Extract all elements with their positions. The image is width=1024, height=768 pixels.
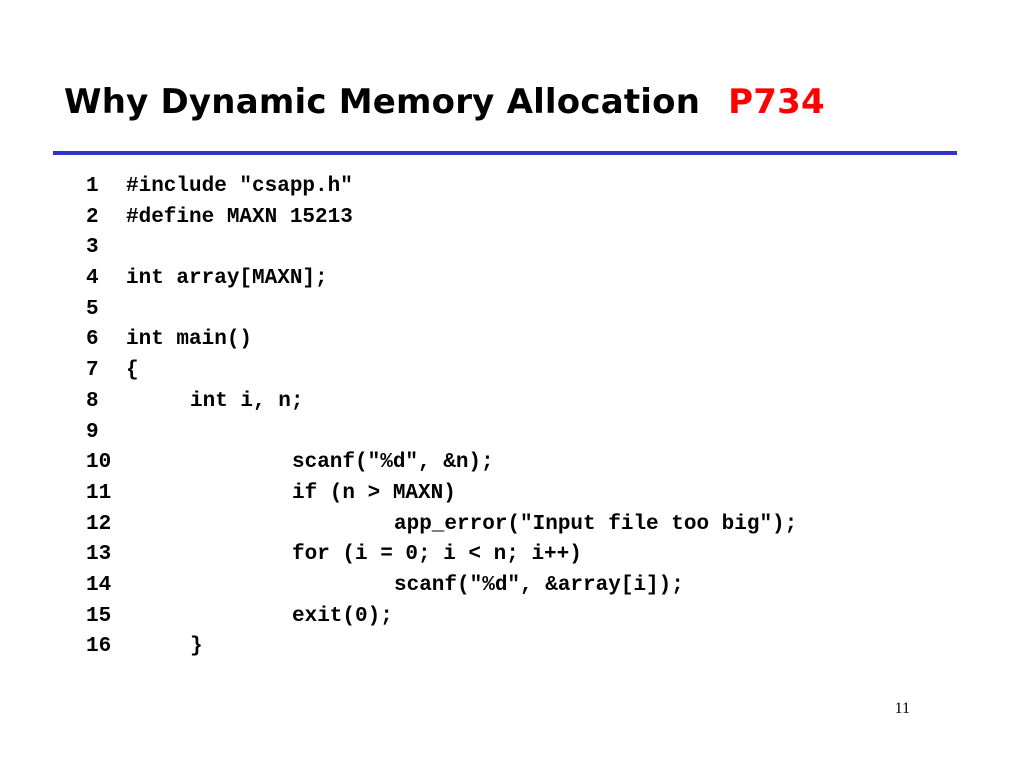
code-text: scanf("%d", &n);: [292, 451, 494, 475]
slide-title: Why Dynamic Memory Allocation P734: [64, 82, 825, 122]
line-number: 14: [86, 573, 112, 597]
line-number: 7: [86, 359, 99, 383]
line-number: 9: [86, 420, 99, 444]
line-number: 12: [86, 512, 112, 536]
code-text: exit(0);: [292, 604, 393, 628]
line-number: 6: [86, 328, 99, 352]
code-text: int i, n;: [190, 389, 304, 413]
code-text: #define MAXN 15213: [126, 205, 353, 229]
line-number: 8: [86, 389, 99, 413]
line-number: 10: [86, 451, 112, 475]
code-text: }: [190, 635, 203, 659]
line-number: 3: [86, 236, 99, 260]
slide-number: 11: [894, 700, 910, 717]
line-number: 13: [86, 543, 112, 567]
title-text: Why Dynamic Memory Allocation: [64, 82, 701, 122]
line-number: 4: [86, 267, 99, 291]
code-text: #include "csapp.h": [126, 175, 353, 198]
title-divider: [53, 151, 957, 155]
line-number: 15: [86, 604, 112, 628]
line-number: 1: [86, 175, 99, 198]
page-reference: P734: [728, 82, 825, 122]
code-text: if (n > MAXN): [292, 481, 456, 505]
line-number: 5: [86, 297, 99, 321]
code-text: app_error("Input file too big");: [394, 512, 798, 536]
code-text: scanf("%d", &array[i]);: [394, 573, 684, 597]
line-number: 2: [86, 205, 99, 229]
code-text: int main(): [126, 328, 253, 352]
line-number: 16: [86, 635, 112, 659]
line-number: 11: [86, 481, 112, 505]
code-text: {: [126, 359, 139, 383]
code-text: for (i = 0; i < n; i++): [292, 543, 582, 567]
code-text: int array[MAXN];: [126, 267, 328, 291]
